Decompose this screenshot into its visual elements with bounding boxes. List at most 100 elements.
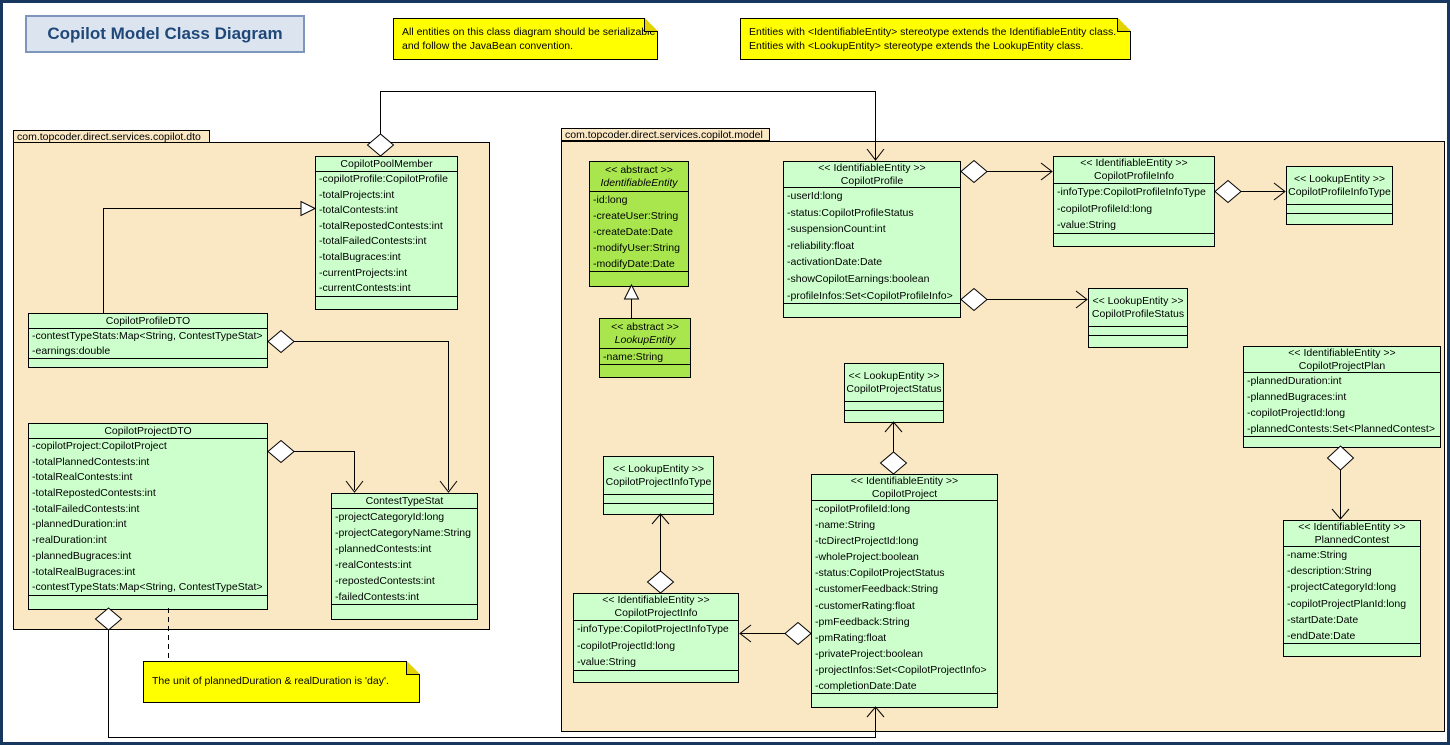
package-dto-tab[interactable]: com.topcoder.direct.services.copilot.dto — [13, 130, 210, 143]
attribute-row: -projectInfos:Set<CopilotProjectInfo> — [815, 663, 987, 676]
class-name: CopilotProjectDTO — [104, 424, 192, 437]
diagram-title-text: Copilot Model Class Diagram — [47, 24, 283, 43]
stereotype-label: << IdentifiableEntity >> — [1298, 521, 1406, 533]
class-name: ContestTypeStat — [365, 494, 444, 507]
stereotype-label: << IdentifiableEntity >> — [602, 594, 710, 606]
attribute-row: -totalRealContests:int — [32, 471, 133, 484]
class-name: CopilotProjectInfoType — [605, 475, 712, 488]
attribute-row: -createDate:Date — [593, 226, 673, 238]
stereotype-label: << LookupEntity >> — [1092, 294, 1184, 307]
stereotype-label: << LookupEntity >> — [848, 369, 940, 382]
class-copilotpoolmember[interactable]: CopilotPoolMember -copilotProfile:Copilot… — [315, 156, 458, 310]
stereotype-label: << LookupEntity >> — [1293, 172, 1386, 185]
operations-compartment — [29, 596, 267, 609]
note-duration-unit[interactable]: The unit of plannedDuration & realDurati… — [143, 661, 420, 703]
class-header: << IdentifiableEntity >>CopilotProfile — [784, 162, 960, 188]
class-copilotproject[interactable]: << IdentifiableEntity >>CopilotProject-c… — [811, 474, 998, 708]
class-contesttypestat[interactable]: ContestTypeStat-projectCategoryId:long-p… — [331, 493, 478, 620]
operations-compartment — [1284, 644, 1420, 656]
class-copilotprojectplan[interactable]: << IdentifiableEntity >>CopilotProjectPl… — [1243, 346, 1441, 448]
operations-compartment — [1054, 234, 1214, 246]
attributes-compartment — [1089, 327, 1187, 336]
attribute-row: -totalRealBugraces:int — [32, 565, 136, 578]
class-plannedcontest[interactable]: << IdentifiableEntity >>PlannedContest-n… — [1283, 520, 1421, 657]
note-serializable[interactable]: All entities on this class diagram shoul… — [393, 18, 658, 60]
operations-compartment — [812, 694, 997, 707]
class-header: << LookupEntity >>CopilotProfileInfoType — [1287, 167, 1392, 205]
attribute-row: -failedContests:int — [335, 591, 420, 603]
class-lookupentity[interactable]: << abstract >>LookupEntity -name:String — [599, 318, 691, 378]
attribute-row: -completionDate:Date — [815, 680, 917, 693]
stereotype-label: << IdentifiableEntity >> — [850, 475, 959, 487]
operations-compartment — [600, 365, 690, 377]
class-name: CopilotPoolMember — [340, 157, 433, 170]
attribute-row: -privateProject:boolean — [815, 647, 923, 660]
attribute-row: -showCopilotEarnings:boolean — [787, 272, 930, 285]
stereotype-label: << IdentifiableEntity >> — [818, 162, 926, 174]
note-stereotypes[interactable]: Entities with <IdentifiableEntity> stere… — [740, 18, 1131, 60]
attribute-row: -infoType:CopilotProjectInfoType — [577, 623, 729, 635]
class-copilotprojectdto[interactable]: CopilotProjectDTO-copilotProject:Copilot… — [28, 423, 268, 610]
class-header: CopilotProfileDTO — [29, 314, 267, 329]
attribute-row: -copilotProjectId:long — [1247, 407, 1346, 419]
attributes-compartment: -name:String — [600, 349, 690, 365]
attribute-row: -totalPlannedContests:int — [32, 455, 150, 468]
operations-compartment — [1287, 214, 1392, 224]
attribute-row: -pmRating:float — [815, 631, 887, 644]
class-copilotprojectinfotype[interactable]: << LookupEntity >>CopilotProjectInfoType — [603, 456, 714, 515]
class-copilotprofileinfotype[interactable]: << LookupEntity >>CopilotProfileInfoType — [1286, 166, 1393, 225]
attribute-row: -plannedBugraces:int — [32, 549, 132, 562]
class-copilotprofilestatus[interactable]: << LookupEntity >>CopilotProfileStatus — [1088, 288, 1188, 348]
attribute-row: -value:String — [577, 656, 636, 669]
operations-compartment — [332, 605, 477, 619]
attribute-row: -contestTypeStats:Map<String, ContestTyp… — [32, 330, 263, 342]
operations-compartment — [784, 304, 960, 317]
attribute-row: -totalContests:int — [319, 204, 398, 217]
class-copilotprofileinfo[interactable]: << IdentifiableEntity >>CopilotProfileIn… — [1053, 156, 1215, 247]
attribute-row: -totalRepostedContests:int — [319, 219, 443, 232]
operations-compartment — [604, 504, 713, 514]
attribute-row: -copilotProfileId:long — [1057, 202, 1153, 215]
class-copilotprofile[interactable]: << IdentifiableEntity >>CopilotProfile-u… — [783, 161, 961, 318]
attribute-row: -customerRating:float — [815, 599, 915, 612]
attribute-row: -realContests:int — [335, 559, 412, 571]
attribute-row: -name:String — [603, 351, 664, 363]
operations-compartment — [29, 359, 267, 367]
class-header: CopilotProjectDTO — [29, 424, 267, 439]
attribute-row: -modifyDate:Date — [593, 258, 675, 270]
class-header: << LookupEntity >>CopilotProjectInfoType — [604, 457, 713, 495]
attribute-row: -activationDate:Date — [787, 256, 883, 269]
class-name: CopilotProfileStatus — [1091, 307, 1185, 320]
attribute-row: -contestTypeStats:Map<String, ContestTyp… — [32, 581, 263, 594]
class-header: CopilotPoolMember — [316, 157, 457, 172]
attribute-row: -realDuration:int — [32, 534, 107, 547]
attribute-row: -plannedDuration:int — [32, 518, 127, 531]
attribute-row: -createUser:String — [593, 210, 679, 222]
class-copilotprojectstatus[interactable]: << LookupEntity >>CopilotProjectStatus — [844, 363, 944, 423]
stereotype-label: << IdentifiableEntity >> — [1080, 157, 1188, 169]
stereotype-label: << IdentifiableEntity >> — [1288, 347, 1396, 359]
class-header: << abstract >>LookupEntity — [600, 319, 690, 349]
attribute-row: -copilotProfile:CopilotProfile — [319, 173, 448, 185]
attribute-row: -totalProjects:int — [319, 188, 395, 201]
operations-compartment — [1244, 437, 1440, 447]
attributes-compartment — [845, 402, 943, 411]
attribute-row: -totalRepostedContests:int — [32, 487, 156, 500]
attribute-row: -name:String — [815, 519, 876, 532]
stereotype-label: << abstract >> — [611, 320, 679, 333]
package-model-tab[interactable]: com.topcoder.direct.services.copilot.mod… — [561, 128, 770, 141]
class-copilotprofiledto[interactable]: CopilotProfileDTO-contestTypeStats:Map<S… — [28, 313, 268, 368]
class-header: << abstract >>IdentifiableEntity — [590, 162, 688, 192]
attributes-compartment: -copilotProfile:CopilotProfile -totalProj… — [316, 172, 457, 297]
class-identifiableentity[interactable]: << abstract >>IdentifiableEntity -id:long… — [589, 161, 689, 287]
attribute-row: -status:CopilotProjectStatus — [815, 567, 945, 580]
operations-compartment — [1089, 336, 1187, 347]
note-fold-icon — [406, 661, 420, 675]
operations-compartment — [316, 297, 457, 309]
class-name: CopilotProjectPlan — [1298, 359, 1386, 372]
class-header: << IdentifiableEntity >>CopilotProfileIn… — [1054, 157, 1214, 184]
class-copilotprojectinfo[interactable]: << IdentifiableEntity >>CopilotProjectIn… — [573, 593, 739, 683]
attributes-compartment: -name:String-description:String-projectC… — [1284, 547, 1420, 644]
attribute-row: -id:long — [593, 194, 628, 206]
